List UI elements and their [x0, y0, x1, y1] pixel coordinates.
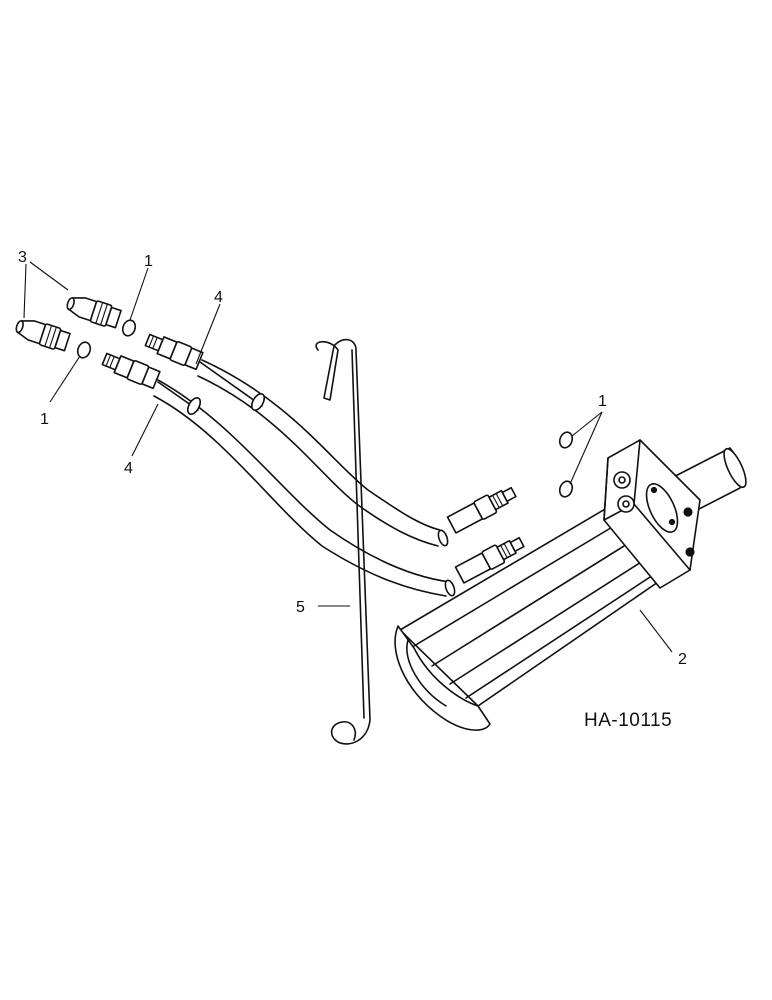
o-ring-upper-left — [121, 319, 137, 337]
callout-4-top: 4 — [214, 289, 223, 306]
coupler-lower — [15, 320, 71, 352]
o-ring-lower-left — [76, 341, 92, 359]
leader-lines — [23, 261, 673, 653]
callout-3: 3 — [18, 249, 27, 266]
callout-1-left: 1 — [40, 411, 49, 428]
hose-lower — [101, 352, 525, 597]
wire-hose-holder — [315, 338, 371, 745]
callout-4-bottom: 4 — [124, 460, 133, 477]
callout-1-right: 1 — [598, 393, 607, 410]
callout-2: 2 — [678, 651, 687, 668]
hose-upper — [144, 333, 517, 547]
o-ring-upper-right — [558, 431, 574, 449]
coupler-upper — [66, 297, 122, 329]
drawing-number: HA-10115 — [584, 710, 672, 731]
callout-5: 5 — [296, 599, 305, 616]
callout-1-top: 1 — [144, 253, 153, 270]
o-ring-lower-right — [558, 480, 574, 498]
hydraulic-cylinder — [394, 439, 747, 731]
